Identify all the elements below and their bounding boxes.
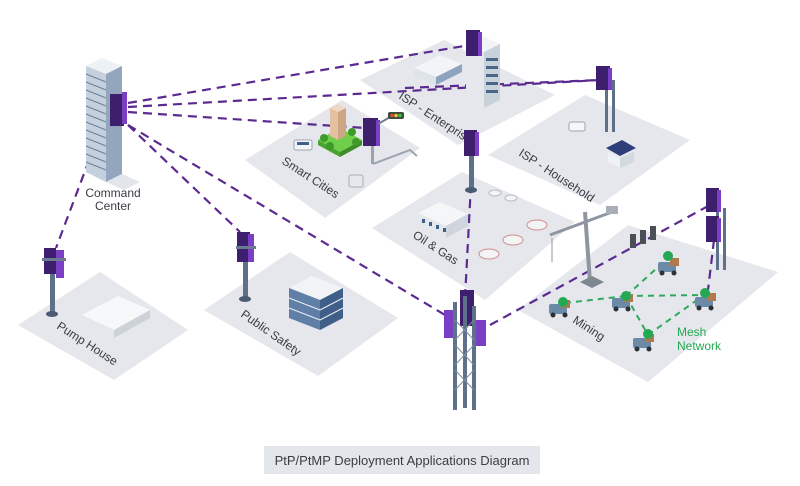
mesh-nodes [558,251,710,339]
link-cc-isp-enterprise [127,43,471,105]
link-cc-isp-household [127,78,601,109]
command-center-label-line1: Command [85,186,140,200]
public-safety-pole-radio[interactable] [236,232,256,302]
smart-cities-pole-radio[interactable] [363,112,418,165]
link-mining-tower-mesh [706,239,716,291]
isp-enterprise-tower-building-icon [466,30,500,108]
smart-cities-tower-icon [318,104,362,157]
oil-gas-storage-tanks-icon [478,189,548,260]
oil-gas-refinery-icon [418,202,468,238]
isp-enterprise-office-icon [414,55,462,85]
mesh-link [625,295,649,336]
mesh-node [621,291,631,301]
link-tower-mining [489,204,711,326]
link-cc-public-safety [127,124,241,233]
pump-house-building-icon [82,296,150,338]
smart-cities-bus-icon [293,139,313,151]
central-lattice-tower[interactable] [444,290,486,410]
link-enterprise-household [404,78,601,90]
isp-household-van-icon [568,121,586,132]
platform-mining [518,225,778,382]
mesh-link [625,294,705,297]
mesh-network-label-line1: Mesh [677,325,706,339]
mesh-node [700,288,710,298]
link-cc-central-tower [127,124,451,319]
pump-house-pole-radio[interactable] [42,248,66,317]
mesh-node [558,297,568,307]
mesh-node [663,251,673,261]
mesh-link [647,294,705,336]
isp-household-house-icon [606,140,636,168]
smart-cities-van-icon [348,174,364,188]
haul-truck-icon [695,293,716,311]
mesh-node [643,329,653,339]
mining-crane-icon [549,206,618,288]
command-center-radio-icon [110,92,127,126]
command-center-label-line2: Center [95,199,131,213]
mesh-network-label-line2: Network [677,339,722,353]
diagram-caption: PtP/PtMP Deployment Applications Diagram [264,446,540,474]
platform-isp-household [488,95,690,205]
oil-gas-pole-radio[interactable] [464,130,479,193]
mining-equipment-icon [630,226,656,248]
public-safety-building-icon [288,276,344,330]
link-cc-smart-cities [127,110,366,130]
platform-isp-enterprise [360,40,555,145]
mining-tower-radio[interactable] [706,188,726,270]
platform-oil-gas [372,172,575,300]
haul-truck-icon [658,258,679,276]
isp-household-tower-radio[interactable] [596,66,615,132]
